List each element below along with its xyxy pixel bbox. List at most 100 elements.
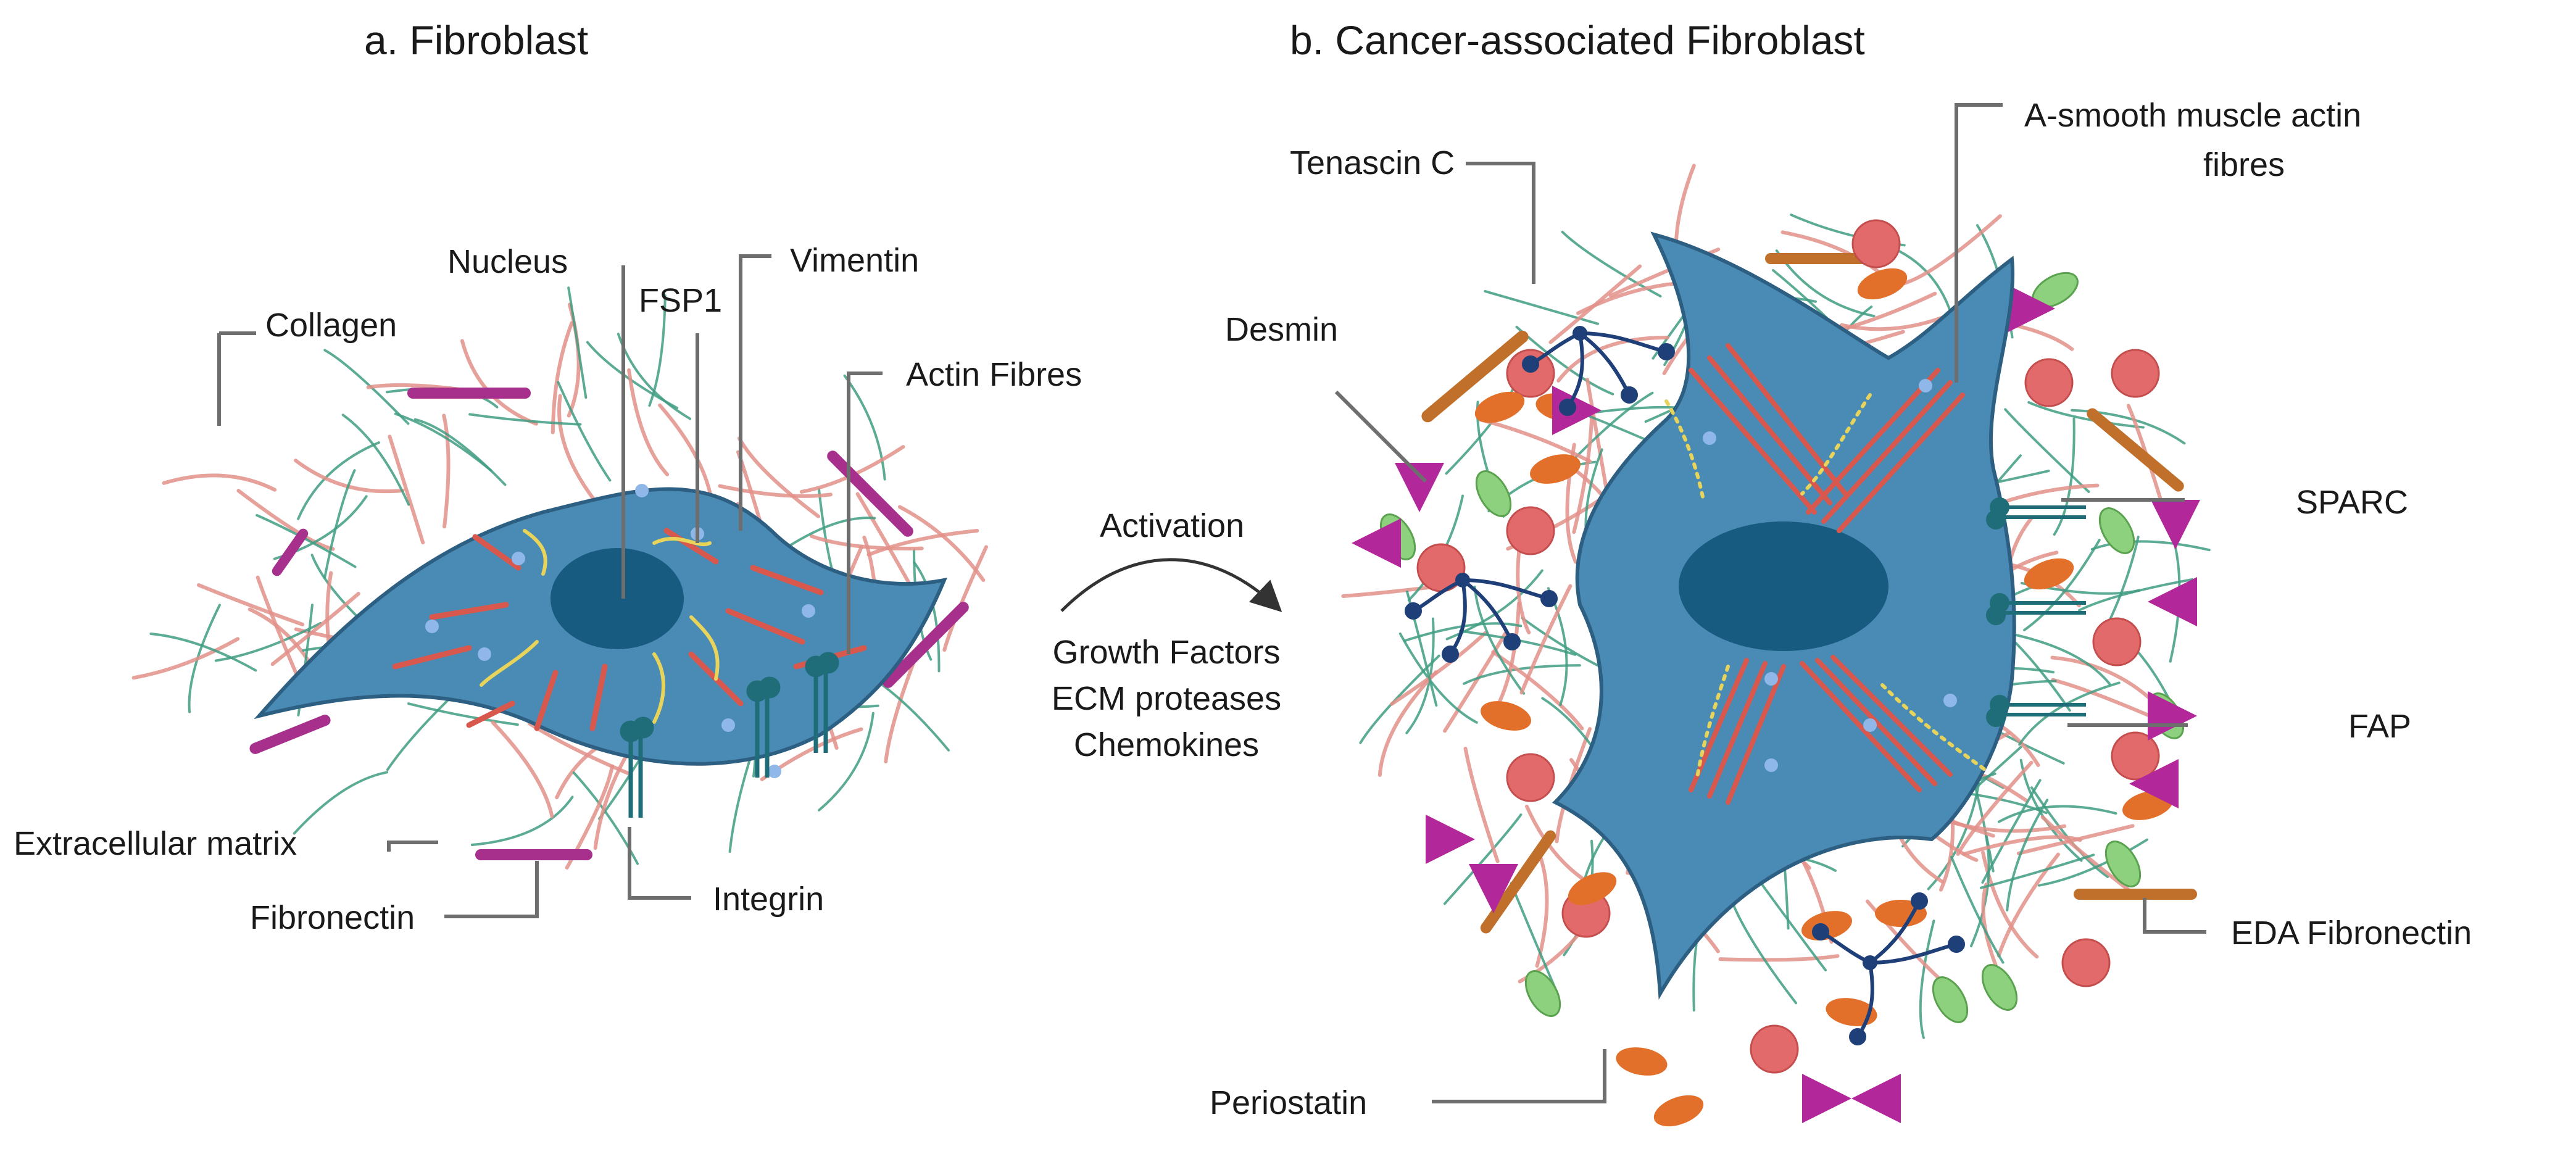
ecm-fibre [1359, 654, 1440, 744]
ecm-fibre [468, 413, 582, 426]
collagen-strand [388, 434, 425, 545]
label-collagen: Collagen [265, 307, 397, 344]
activation-transition: Activation Growth Factors ECM proteases … [1052, 507, 1282, 763]
ecm-fibre [341, 413, 410, 506]
collagen-strand [1478, 418, 1592, 463]
orange-oval [1474, 391, 1525, 423]
label-desmin: Desmin [1225, 311, 1338, 348]
label-asma-line2: fibres [2203, 146, 2285, 183]
collagen-strand [884, 653, 919, 763]
ecm-fibre [1405, 617, 1435, 734]
ecm-fibre [1403, 622, 1523, 642]
red-sphere [1506, 753, 1555, 802]
orange-oval [1616, 1047, 1668, 1076]
magenta-triangle [2148, 577, 2197, 626]
collagen-strand [718, 484, 833, 498]
ecm-fibre [470, 795, 574, 847]
orange-oval [1857, 268, 1908, 300]
leader-lines-a [217, 254, 883, 918]
caf-vimentin [1664, 393, 1989, 779]
caf-integrins [1986, 497, 2086, 727]
label-asma-line1: A-smooth muscle actin [2024, 97, 2361, 134]
magenta-triangle [2129, 759, 2179, 808]
ecm-fibre [1732, 902, 1798, 1005]
caf-nucleus [1679, 521, 1888, 651]
magenta-triangle [1802, 1074, 1851, 1123]
factor-chemokines: Chemokines [1074, 726, 1259, 763]
collagen-strand [1535, 847, 1549, 968]
collagen-strand [1956, 760, 2034, 856]
ecm-fibre [323, 349, 410, 425]
collagen-strand [1491, 650, 1584, 731]
label-fsp1: FSP1 [639, 282, 722, 319]
collagen-strand [270, 592, 360, 666]
collagen-strand [1902, 214, 2002, 286]
collagen-strand [855, 492, 915, 592]
magenta-triangles [1352, 284, 2200, 1123]
collagen-strand [196, 583, 305, 626]
ecm-fibre [2023, 539, 2101, 632]
fibronectin-rod [883, 602, 969, 688]
collagen-strand [1718, 954, 1840, 962]
vimentin-filaments [480, 529, 720, 724]
collagen-strand [236, 489, 335, 551]
collagen-strand [942, 545, 988, 652]
label-vimentin: Vimentin [790, 242, 919, 279]
label-fap: FAP [2348, 708, 2411, 745]
label-periostatin: Periostatin [1210, 1084, 1367, 1121]
integrin-receptors [620, 652, 839, 818]
orange-oval [1481, 701, 1531, 731]
label-integrin: Integrin [713, 881, 824, 918]
label-extracellular-matrix: Extracellular matrix [14, 825, 297, 862]
label-sparc: SPARC [2296, 484, 2408, 521]
ecm-fibre [323, 469, 356, 579]
red-sphere [2111, 731, 2160, 781]
ecm-fibre [293, 771, 389, 835]
ecm-fibre [2077, 578, 2194, 612]
fibronectin-rod [827, 450, 913, 537]
orange-oval [1568, 872, 1617, 905]
ecm-fibre [2027, 401, 2145, 429]
asma-fibres [1689, 343, 1965, 805]
collagen-strand [1572, 414, 1594, 534]
ecm-fibre [2018, 681, 2121, 746]
ecm-fibre [1919, 920, 1935, 1039]
factor-growth-factors: Growth Factors [1052, 634, 1280, 671]
ecm-fibre [1398, 632, 1478, 724]
orange-oval [1530, 454, 1581, 484]
collagen-strand [162, 473, 277, 492]
ecm-fibre [648, 294, 667, 407]
factor-ecm-proteases: ECM proteases [1052, 680, 1281, 717]
green-oval [1524, 970, 1561, 1017]
collagen-strand [442, 413, 451, 529]
panel-caf: b. Cancer-associated Fibroblast [1210, 17, 2472, 1127]
red-sphere [1506, 506, 1555, 555]
leader-lines-b [1334, 103, 2206, 1103]
ecm-fibre [149, 632, 257, 672]
ecm-fibre [843, 374, 886, 481]
red-sphere [2092, 617, 2142, 666]
collagen-strand [1981, 850, 2039, 959]
collagen-strand [1548, 264, 1642, 344]
ecm-fibre [1997, 805, 2117, 823]
magenta-triangle [1469, 864, 1518, 913]
label-nucleus: Nucleus [447, 243, 568, 280]
collagen-strand [1443, 629, 1509, 733]
ecm-fibre [567, 286, 588, 399]
collagen-strand [1556, 336, 1669, 383]
magenta-triangle [1552, 386, 1602, 435]
collagen-strand [809, 534, 924, 550]
red-sphere [1506, 349, 1555, 398]
ecm-fibre [557, 381, 612, 482]
panel-fibroblast: a. Fibroblast [14, 17, 1082, 936]
green-oval [1981, 964, 2018, 1011]
ecm-fibre [2090, 540, 2211, 552]
magenta-triangle [2148, 691, 2197, 741]
collagen-strand [1377, 670, 1438, 777]
fibronectin-rod [475, 849, 592, 860]
fibronectin-rod [272, 528, 309, 576]
collagen-strand [866, 528, 979, 557]
label-fibronectin: Fibronectin [250, 899, 415, 936]
